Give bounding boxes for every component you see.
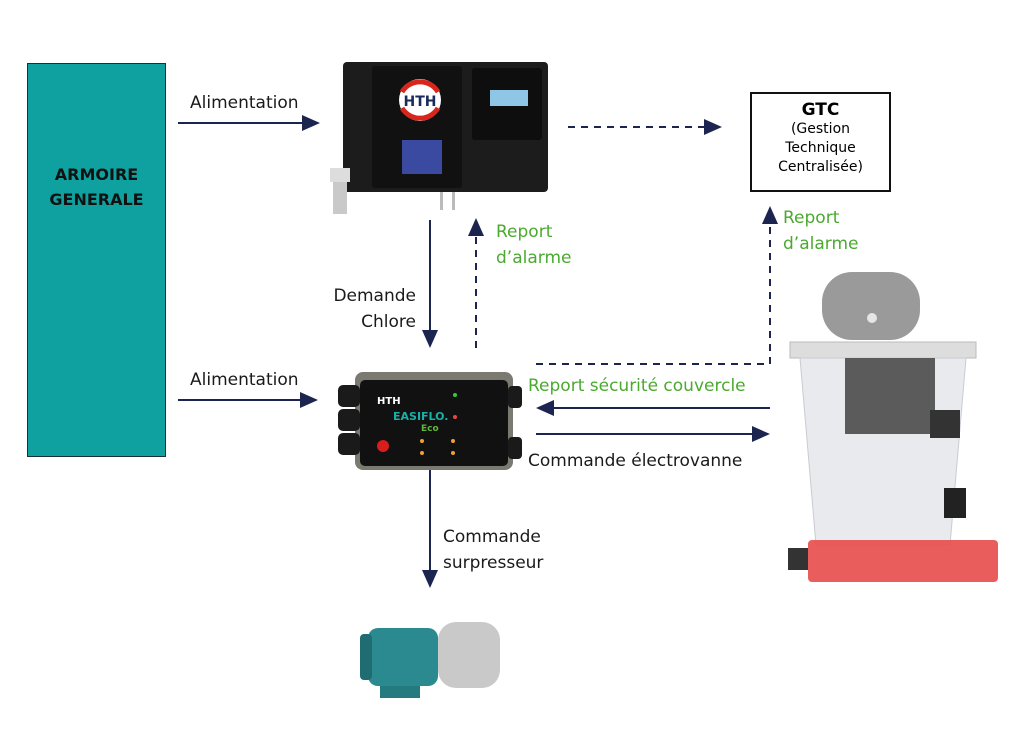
gtc-line1: (Gestion (790, 121, 851, 137)
armoire-title-line1: ARMOIRE (54, 165, 139, 184)
label-surpresseur-line2: surpresseur (443, 553, 544, 573)
label-demande-line2: Chlore (361, 312, 416, 332)
label-demande-chlore: Demande Chlore (310, 283, 416, 335)
chlorine-tank-image (788, 272, 998, 582)
label-alimentation-bottom: Alimentation (190, 370, 299, 390)
easiflo-controller-image: HTH EASIFLO. Eco (338, 372, 522, 470)
svg-text:EASIFLO.: EASIFLO. (393, 410, 448, 423)
svg-text:Eco: Eco (421, 424, 439, 434)
gtc-line3: Centralisée) (778, 159, 863, 175)
label-report-alarme-right: Report d’alarme (783, 205, 858, 257)
gtc-title: GTC (801, 100, 840, 120)
label-commande-surpresseur: Commande surpresseur (443, 524, 543, 576)
label-alimentation-top: Alimentation (190, 93, 299, 113)
chlorinator-unit-image: HTH (330, 62, 548, 214)
armoire-title-line2: GENERALE (49, 190, 144, 209)
label-report-center-line1: Report (496, 222, 553, 242)
gtc-box: GTC (Gestion Technique Centralisée) (750, 92, 891, 192)
label-report-right-line1: Report (783, 208, 840, 228)
armoire-generale-box: ARMOIRE GENERALE (27, 63, 166, 457)
booster-pump-image (360, 622, 500, 698)
svg-text:HTH: HTH (404, 94, 437, 110)
label-report-center-line2: d’alarme (496, 248, 572, 268)
label-demande-line1: Demande (333, 286, 416, 306)
armoire-title: ARMOIRE GENERALE (28, 162, 165, 212)
gtc-line2: Technique (785, 140, 856, 156)
arrow-report-alarme-right (536, 206, 778, 365)
label-report-right-line2: d’alarme (783, 234, 859, 254)
label-report-alarme-center: Report d’alarme (496, 219, 571, 271)
svg-text:HTH: HTH (377, 396, 401, 407)
label-report-securite-couvercle: Report sécurité couvercle (528, 376, 746, 396)
label-surpresseur-line1: Commande (443, 527, 541, 547)
label-commande-electrovanne: Commande électrovanne (528, 451, 743, 471)
